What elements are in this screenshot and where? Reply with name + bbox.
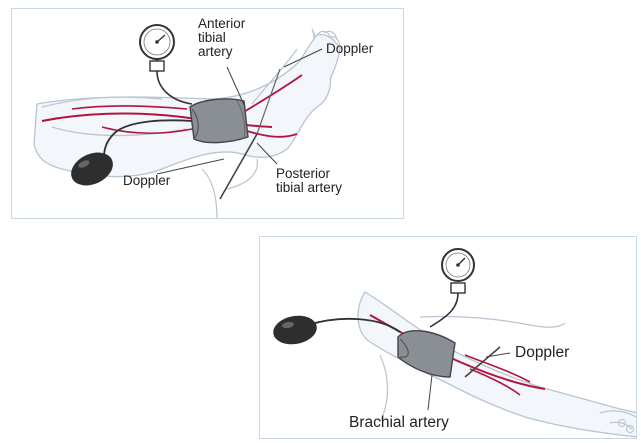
label-doppler-top-left: Doppler [123,174,170,188]
pressure-gauge-icon [442,249,474,281]
calf-outline [202,169,217,219]
label-anterior-line1: Anterior [198,17,245,31]
label-doppler-bottom: Doppler [515,345,569,361]
arm-illustration [260,237,637,439]
label-anterior-line2: tibial [198,31,226,45]
label-posterior-line2: tibial artery [276,181,342,195]
gauge-connector [451,283,465,293]
arm-illustration-panel: Doppler Brachial artery [259,236,637,439]
gauge-connector [150,61,164,71]
gauge-tube [430,293,458,327]
heel-outline [227,159,257,189]
arm-outline-upper [420,316,565,327]
leg-shape [34,29,331,177]
cuff-icon [398,331,455,377]
label-doppler-top-right: Doppler [326,42,373,56]
label-anterior-line3: artery [198,45,233,59]
pressure-gauge-icon [140,25,174,59]
leg-illustration-panel: Anterior tibial artery Doppler Doppler P… [11,8,404,219]
arm-outline-lower [380,355,388,422]
bulb-icon [271,312,319,347]
label-brachial-artery: Brachial artery [349,415,449,431]
cuff-icon [190,99,248,143]
leader-brachial [428,375,432,410]
label-posterior-line1: Posterior [276,167,330,181]
